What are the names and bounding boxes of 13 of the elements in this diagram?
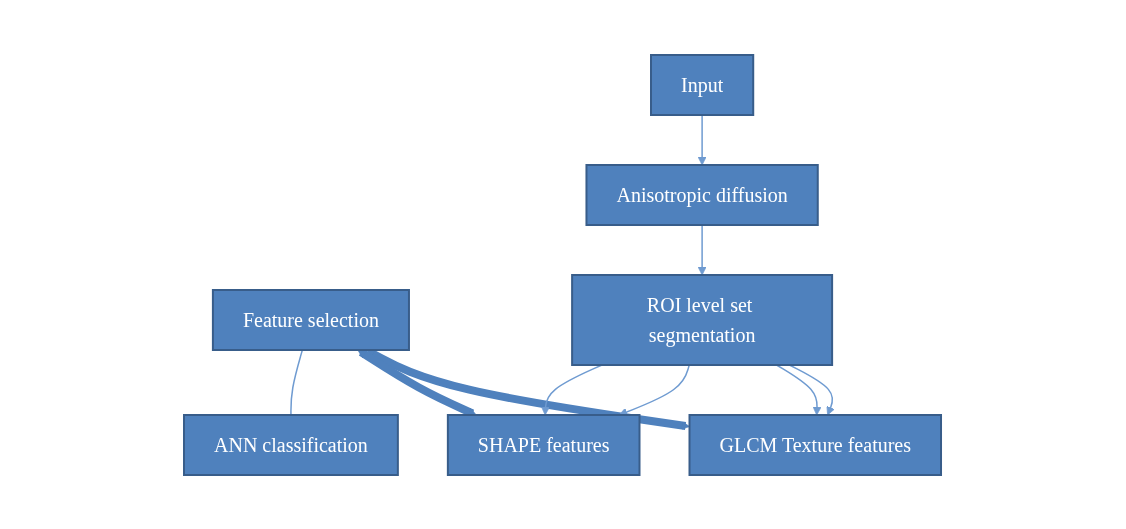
- node-box: Input: [650, 53, 755, 116]
- arrow: [698, 223, 707, 275]
- node-box: ROI level set segmentation: [571, 273, 834, 366]
- node-box: Feature selection: [212, 288, 411, 351]
- connector: [290, 348, 304, 416]
- arrow: [698, 113, 707, 165]
- node-box: Anisotropic diffusion: [585, 163, 820, 226]
- node-box: GLCM Texture features: [689, 413, 943, 476]
- node-box: ANN classification: [183, 413, 400, 476]
- arrow: [789, 363, 836, 415]
- arrow: [776, 363, 822, 415]
- arrow: [619, 363, 691, 416]
- node-box: SHAPE features: [447, 413, 641, 476]
